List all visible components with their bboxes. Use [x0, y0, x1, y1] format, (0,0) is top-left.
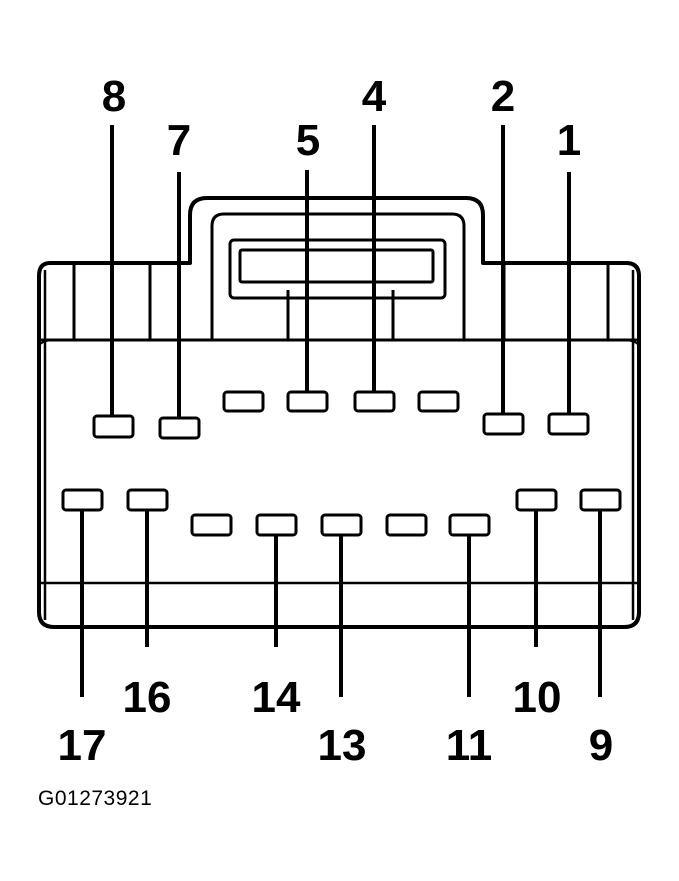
pin-label-14: 14	[252, 673, 301, 722]
cavity-13	[320, 513, 363, 537]
cavity-bottom-3	[190, 513, 233, 537]
pin-label-7: 7	[167, 116, 191, 165]
cavity-bottom-6	[385, 513, 428, 537]
cavity-17	[61, 488, 104, 512]
cavity-4	[353, 390, 396, 413]
bottom-pin-labels: 17 16 14 13 11 10 9	[58, 673, 614, 770]
pin-label-17: 17	[58, 721, 107, 770]
cavity-1	[547, 412, 590, 436]
cavity-7	[158, 416, 201, 440]
pin-label-9: 9	[589, 721, 613, 770]
cavity-2	[482, 412, 525, 436]
cavity-top-6	[417, 390, 460, 413]
leader-lines	[80, 125, 602, 697]
pin-label-13: 13	[318, 721, 367, 770]
figure-code: G01273921	[38, 787, 153, 810]
cavity-top-3	[222, 390, 265, 413]
pin-label-4: 4	[362, 72, 387, 121]
pin-label-8: 8	[102, 72, 126, 121]
top-pin-labels: 8 7 5 4 2 1	[102, 72, 581, 165]
cavity-16	[126, 488, 169, 512]
cavity-10	[515, 488, 558, 512]
latch-frame	[228, 238, 447, 300]
latch-window	[238, 248, 435, 284]
connector-outline	[37, 196, 641, 629]
pin-label-5: 5	[296, 116, 320, 165]
cavity-11	[448, 513, 491, 537]
cavity-8	[92, 414, 135, 439]
pin-label-11: 11	[446, 721, 493, 770]
cavity-9	[579, 488, 622, 512]
pin-label-10: 10	[513, 673, 562, 722]
pin-label-2: 2	[491, 72, 515, 121]
latch-housing	[210, 212, 466, 340]
pin-label-1: 1	[557, 116, 581, 165]
top-row-cavities	[92, 390, 590, 440]
pin-label-16: 16	[123, 673, 172, 722]
cavity-5	[286, 390, 329, 413]
cavity-14	[255, 513, 298, 537]
